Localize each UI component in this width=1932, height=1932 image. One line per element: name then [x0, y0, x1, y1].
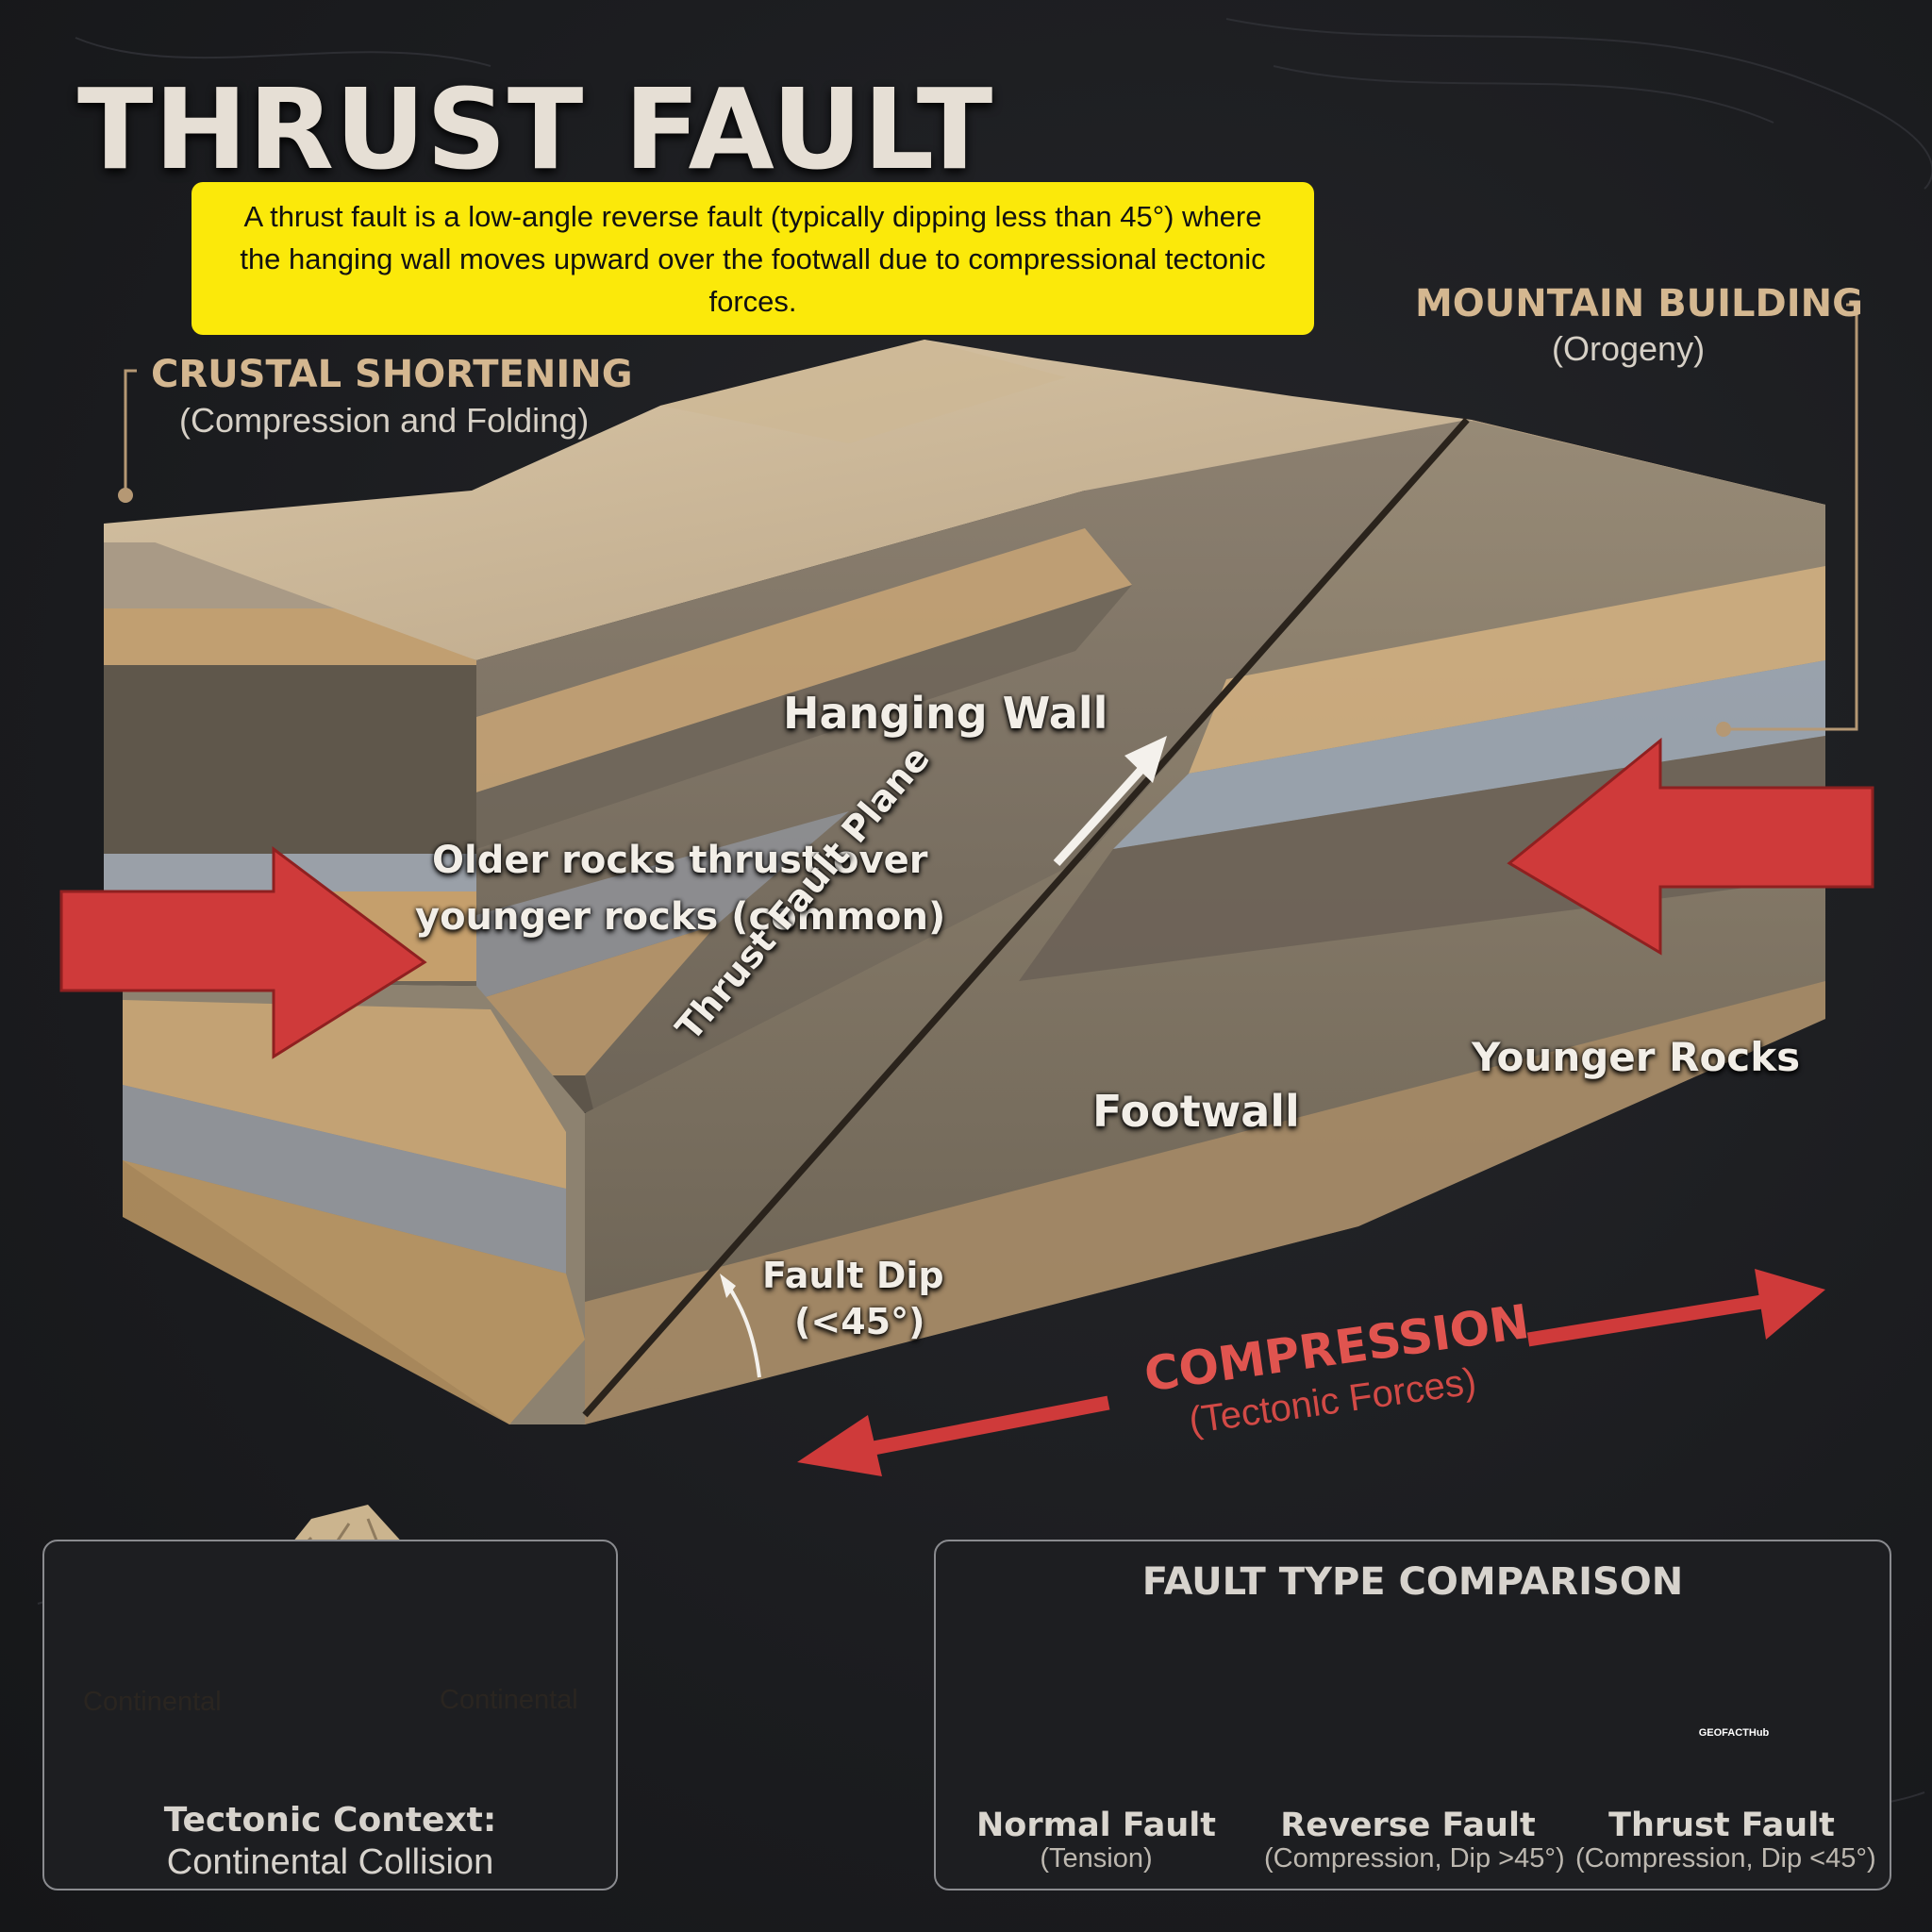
hanging-wall	[476, 420, 1467, 1113]
tectonic-context-caption-line1: Tectonic Context:	[163, 1801, 497, 1840]
thrust-fault-sub: (Compression, Dip <45°)	[1575, 1843, 1876, 1874]
thrust-fault-name: Thrust Fault	[1608, 1807, 1835, 1844]
normal-fault-sub: (Tension)	[1040, 1843, 1153, 1874]
normal-fault-name: Normal Fault	[976, 1807, 1216, 1844]
continental-right-label: Continental	[440, 1685, 578, 1715]
compression-left-shaft	[847, 1395, 1110, 1460]
older-rocks-label-line2: younger rocks (common)	[415, 895, 946, 939]
fault-dip-value: (<45°)	[794, 1301, 925, 1342]
page-title: THRUST FAULT	[77, 64, 994, 194]
logo-text: GEOFACTHub	[1698, 1727, 1770, 1739]
mountain-building-sub: (Orogeny)	[1552, 329, 1706, 368]
hanging-wall-arrow-head	[1124, 736, 1167, 783]
mountain-building-heading: MOUNTAIN BUILDING	[1415, 282, 1863, 325]
fault-dip-label: Fault Dip	[762, 1255, 944, 1296]
crustal-shortening-sub: (Compression and Folding)	[179, 401, 590, 440]
fault-dip-arc	[724, 1281, 761, 1378]
definition-box: A thrust fault is a low-angle reverse fa…	[192, 182, 1314, 335]
crustal-shortening-bracket	[124, 369, 137, 491]
compression-right-shaft	[1526, 1292, 1775, 1347]
compression-right-head	[1755, 1269, 1825, 1340]
fault-comparison-panel	[934, 1540, 1891, 1890]
mountain-building-bracket	[1726, 303, 1858, 731]
compression-left-head	[797, 1415, 882, 1476]
tectonic-context-caption-line2: Continental Collision	[166, 1842, 494, 1882]
block-top-surface	[104, 340, 1825, 660]
fault-comparison-heading: FAULT TYPE COMPARISON	[1141, 1560, 1684, 1604]
hanging-wall-label: Hanging Wall	[783, 688, 1108, 739]
fault-plane-line	[582, 417, 1470, 1418]
continental-left-label: Continental	[83, 1687, 222, 1717]
definition-text: A thrust fault is a low-angle reverse fa…	[240, 199, 1266, 318]
left-compression-arrow	[59, 846, 427, 1059]
younger-rocks-label: Younger Rocks	[1472, 1034, 1801, 1080]
reverse-fault-name: Reverse Fault	[1280, 1807, 1536, 1844]
footwall-label: Footwall	[1092, 1086, 1300, 1137]
older-rocks-label-line1: Older rocks thrust over	[432, 839, 928, 882]
right-compression-arrow	[1507, 737, 1874, 956]
crustal-shortening-heading: CRUSTAL SHORTENING	[151, 353, 633, 396]
hanging-wall-arrow-shaft	[1053, 760, 1150, 867]
reverse-fault-sub: (Compression, Dip >45°)	[1264, 1843, 1565, 1874]
tectonic-context-panel	[42, 1540, 618, 1890]
